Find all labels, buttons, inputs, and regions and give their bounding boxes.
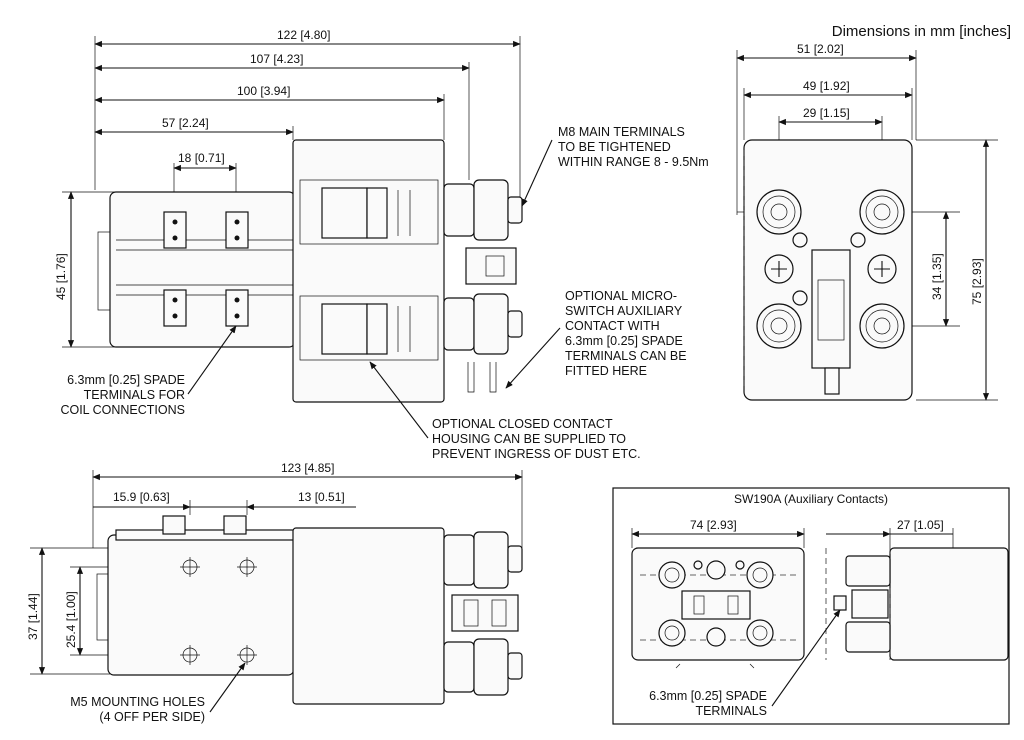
svg-text:HOUSING CAN BE SUPPLIED TO: HOUSING CAN BE SUPPLIED TO [432, 432, 626, 446]
dim-51: 51 [2.02] [736, 42, 917, 62]
svg-text:FITTED HERE: FITTED HERE [565, 364, 647, 378]
dim-15-9: 15.9 [0.63] [93, 490, 191, 511]
svg-text:WITHIN RANGE 8 - 9.5Nm: WITHIN RANGE 8 - 9.5Nm [558, 155, 709, 169]
dim-122: 122 [4.80] [94, 28, 521, 48]
aux-frame [612, 487, 1010, 725]
svg-text:74 [2.93]: 74 [2.93] [690, 518, 737, 532]
dim-74: 74 [2.93] [631, 518, 805, 538]
units-note: Dimensions in mm [inches] [832, 23, 1011, 40]
end-view: 51 [2.02] 49 [1.92] 29 [1.15] 34 [1.35] … [736, 42, 998, 401]
svg-text:34 [1.35]: 34 [1.35] [930, 253, 944, 300]
svg-text:OPTIONAL CLOSED CONTACT: OPTIONAL CLOSED CONTACT [432, 417, 613, 431]
micro-switch [811, 249, 851, 395]
dim-49: 49 [1.92] [743, 79, 913, 99]
screw-head [764, 232, 897, 306]
svg-text:SWITCH AUXILIARY: SWITCH AUXILIARY [565, 304, 683, 318]
dim-29: 29 [1.15] [778, 106, 883, 126]
svg-text:M5 MOUNTING HOLES: M5 MOUNTING HOLES [70, 695, 205, 709]
dim-25-4: 25.4 [1.00] [64, 566, 190, 656]
dim-107: 107 [4.23] [94, 52, 470, 72]
svg-text:6.3mm [0.25] SPADE: 6.3mm [0.25] SPADE [649, 689, 767, 703]
svg-text:49 [1.92]: 49 [1.92] [803, 79, 850, 93]
svg-text:(4 OFF PER SIDE): (4 OFF PER SIDE) [99, 710, 205, 724]
svg-text:107 [4.23]: 107 [4.23] [250, 52, 303, 66]
svg-text:15.9 [0.63]: 15.9 [0.63] [113, 490, 170, 504]
aux-side-view [825, 547, 1009, 661]
svg-text:13 [0.51]: 13 [0.51] [298, 490, 345, 504]
dim-18: 18 [0.71] [173, 151, 237, 210]
svg-text:TERMINALS: TERMINALS [695, 704, 767, 718]
svg-text:122 [4.80]: 122 [4.80] [277, 28, 330, 42]
svg-text:27 [1.05]: 27 [1.05] [897, 518, 944, 532]
dim-57: 57 [2.24] [94, 116, 294, 136]
top-view: 123 [4.85] 15.9 [0.63] 13 [0.51] 37 [1.4… [26, 461, 523, 724]
note-m5-holes: M5 MOUNTING HOLES (4 OFF PER SIDE) [70, 662, 246, 724]
svg-text:TERMINALS CAN BE: TERMINALS CAN BE [565, 349, 687, 363]
aux-switch [681, 590, 751, 620]
coil-spade-terminal [163, 211, 249, 327]
svg-text:29 [1.15]: 29 [1.15] [803, 106, 850, 120]
dim-45: 45 [1.76] [54, 191, 115, 348]
contact-housing [292, 139, 445, 403]
svg-text:6.3mm [0.25] SPADE: 6.3mm [0.25] SPADE [67, 373, 185, 387]
top-main-terminal [443, 531, 523, 696]
top-contact-housing [292, 527, 445, 705]
svg-text:37 [1.44]: 37 [1.44] [26, 593, 40, 640]
dim-75: 75 [2.93] [916, 139, 998, 401]
svg-text:51 [2.02]: 51 [2.02] [797, 42, 844, 56]
aux-contacts-panel: SW190A (Auxiliary Contacts) 74 [2.93] 27… [612, 487, 1010, 725]
svg-text:CONTACT WITH: CONTACT WITH [565, 319, 660, 333]
svg-text:M8 MAIN TERMINALS: M8 MAIN TERMINALS [558, 125, 685, 139]
aux-terminal-stud [658, 560, 774, 647]
svg-text:TERMINALS FOR: TERMINALS FOR [84, 388, 185, 402]
mounting-hole [180, 557, 257, 665]
svg-text:6.3mm [0.25] SPADE: 6.3mm [0.25] SPADE [565, 334, 683, 348]
note-m8-terminals: M8 MAIN TERMINALS TO BE TIGHTENED WITHIN… [521, 125, 709, 207]
note-coil-terminals: 6.3mm [0.25] SPADE TERMINALS FOR COIL CO… [60, 325, 237, 417]
svg-text:45 [1.76]: 45 [1.76] [54, 253, 68, 300]
svg-text:COIL CONNECTIONS: COIL CONNECTIONS [60, 403, 185, 417]
dim-37: 37 [1.44] [26, 547, 110, 675]
svg-text:PREVENT INGRESS OF DUST ETC.: PREVENT INGRESS OF DUST ETC. [432, 447, 641, 461]
dim-34: 34 [1.35] [905, 211, 960, 327]
note-aux-spade: 6.3mm [0.25] SPADE TERMINALS [649, 609, 841, 718]
dim-27: 27 [1.05] [826, 518, 953, 538]
dim-100: 100 [3.94] [94, 84, 445, 104]
note-micro-switch: OPTIONAL MICRO- SWITCH AUXILIARY CONTACT… [505, 289, 687, 389]
svg-text:OPTIONAL MICRO-: OPTIONAL MICRO- [565, 289, 677, 303]
note-closed-housing: OPTIONAL CLOSED CONTACT HOUSING CAN BE S… [369, 361, 641, 461]
dim-123: 123 [4.85] [92, 461, 523, 481]
side-view: 122 [4.80] 107 [4.23] 100 [3.94] 57 [2.2… [54, 28, 709, 461]
svg-text:100 [3.94]: 100 [3.94] [237, 84, 290, 98]
svg-text:75 [2.93]: 75 [2.93] [970, 258, 984, 305]
top-coil-body [107, 534, 295, 676]
svg-text:18 [0.71]: 18 [0.71] [178, 151, 225, 165]
svg-text:TO BE TIGHTENED: TO BE TIGHTENED [558, 140, 671, 154]
svg-text:57 [2.24]: 57 [2.24] [162, 116, 209, 130]
svg-text:123 [4.85]: 123 [4.85] [281, 461, 334, 475]
main-terminal-stud [756, 189, 905, 349]
main-terminal [443, 179, 523, 355]
dim-13: 13 [0.51] [190, 490, 356, 511]
aux-title: SW190A (Auxiliary Contacts) [734, 492, 888, 506]
coil-body [109, 191, 296, 348]
svg-text:25.4 [1.00]: 25.4 [1.00] [64, 591, 78, 648]
